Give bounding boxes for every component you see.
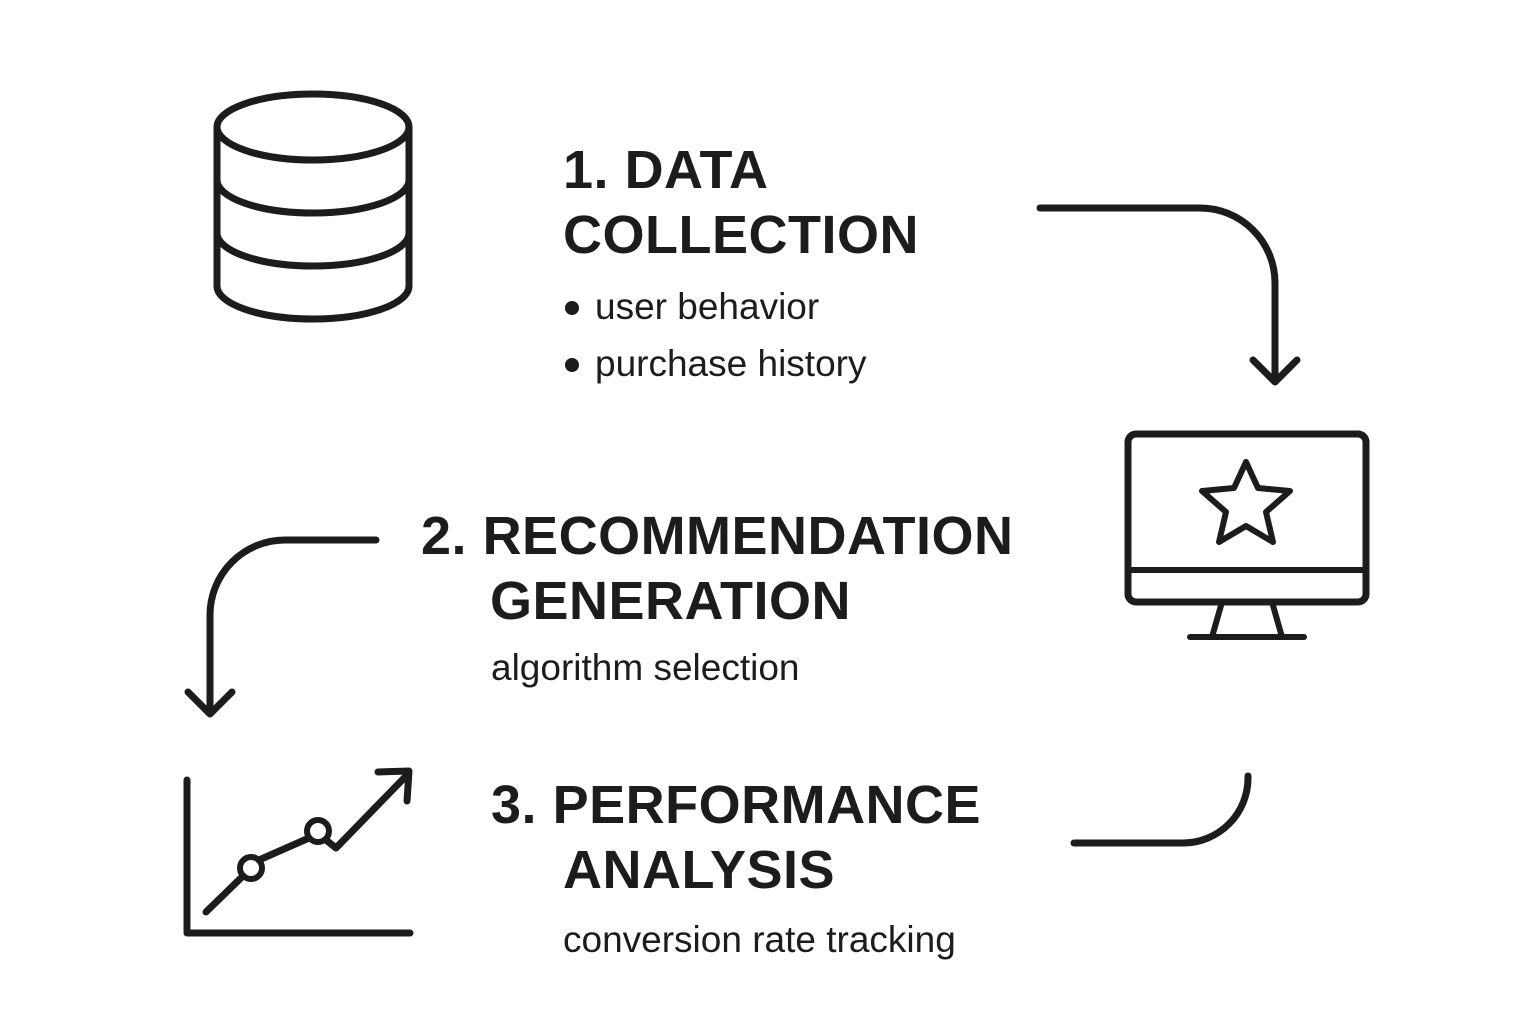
list-item: purchase history	[563, 335, 866, 392]
step-2-title-line1: 2. RECOMMENDATION	[421, 504, 1014, 569]
bullet-text: user behavior	[595, 286, 820, 327]
step-2-detail: algorithm selection	[491, 647, 800, 688]
step-1-title-text1: DATA	[624, 140, 769, 200]
arrow-step1-to-step2	[1036, 204, 1301, 386]
curve-step3-to-step1	[1070, 772, 1252, 847]
step-3-number: 3.	[491, 775, 538, 835]
bullet-text: purchase history	[595, 343, 867, 384]
list-item: user behavior	[563, 278, 866, 335]
monitor-star-icon	[1124, 430, 1370, 640]
growth-chart-icon	[183, 767, 414, 937]
step-1-number: 1.	[563, 140, 610, 200]
database-icon	[213, 90, 413, 323]
step-1-title-line2: COLLECTION	[563, 205, 919, 265]
arrow-step2-to-step3	[184, 536, 380, 718]
step-2-number: 2.	[421, 506, 468, 566]
bullet-dot	[565, 301, 579, 315]
step-1-bullets: user behavior purchase history	[563, 278, 866, 392]
step-3-title-line2: ANALYSIS	[563, 840, 836, 900]
step-3-detail: conversion rate tracking	[563, 919, 956, 960]
step-3-title-line1: 3. PERFORMANCE	[491, 773, 981, 838]
step-2-title-line2: GENERATION	[490, 571, 852, 631]
step-2-title-text1: RECOMMENDATION	[482, 506, 1014, 566]
step-1-title-line1: 1. DATA	[563, 138, 769, 203]
bullet-dot	[565, 358, 579, 372]
step-3-title-text1: PERFORMANCE	[552, 775, 982, 835]
